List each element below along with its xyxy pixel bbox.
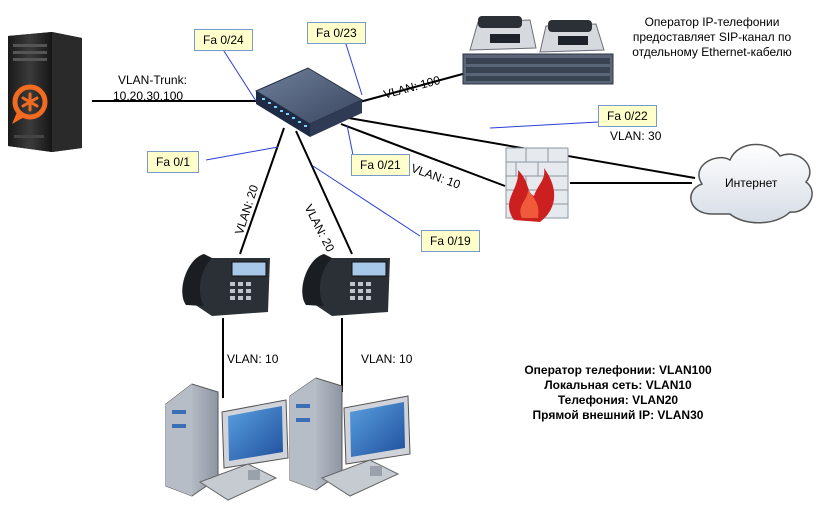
operator-note-line2: предоставляет SIP-канал по xyxy=(632,30,792,44)
operator-note-line1: Оператор IP-телефонии xyxy=(644,15,780,29)
trunk-label-line2: 10,20,30,100 xyxy=(113,89,184,103)
cloud-icon xyxy=(690,143,813,224)
vlan-legend: Оператор телефонии: VLAN100 Локальная се… xyxy=(500,363,736,423)
link-switch-firewall xyxy=(340,123,506,187)
legend-line: Локальная сеть: VLAN10 xyxy=(544,378,692,392)
link-switch-pbx xyxy=(355,71,471,104)
operator-note-line3: отдельному Ethernet-кабелю xyxy=(632,45,792,59)
workstation-icon xyxy=(289,377,411,497)
switch-icon xyxy=(254,67,364,137)
operator-note: Оператор IP-телефонии предоставляет SIP-… xyxy=(622,15,802,60)
internet-label: Интернет xyxy=(725,176,778,190)
port-label-fa021: Fa 0/21 xyxy=(351,154,410,176)
ip-phone-icon xyxy=(182,254,270,316)
vlan-label-internet: VLAN: 30 xyxy=(610,129,662,143)
workstation-icon xyxy=(165,383,289,501)
link-switch-phone1 xyxy=(239,127,285,255)
port-pointers xyxy=(205,40,599,237)
legend-line: Прямой внешний IP: VLAN30 xyxy=(532,408,704,422)
vlan-label-pc1: VLAN: 10 xyxy=(227,352,279,366)
legend-line: Телефония: VLAN20 xyxy=(557,393,679,407)
port-label-fa024: Fa 0/24 xyxy=(194,29,253,51)
pbx-icon xyxy=(462,16,614,85)
vlan-label-pc2: VLAN: 10 xyxy=(361,352,413,366)
port-label-fa023: Fa 0/23 xyxy=(307,22,366,44)
trunk-label-line1: VLAN-Trunk: xyxy=(118,73,187,87)
legend-line: Оператор телефонии: VLAN100 xyxy=(524,363,712,377)
port-label-fa019: Fa 0/19 xyxy=(421,230,480,252)
port-label-fa022: Fa 0/22 xyxy=(598,105,657,127)
port-label-fa01: Fa 0/1 xyxy=(147,151,200,173)
server-icon xyxy=(8,32,82,152)
link-switch-phone2 xyxy=(295,130,353,255)
ip-phone-icon xyxy=(302,254,390,316)
asterisk-logo-icon xyxy=(12,84,48,124)
firewall-icon xyxy=(505,147,569,222)
